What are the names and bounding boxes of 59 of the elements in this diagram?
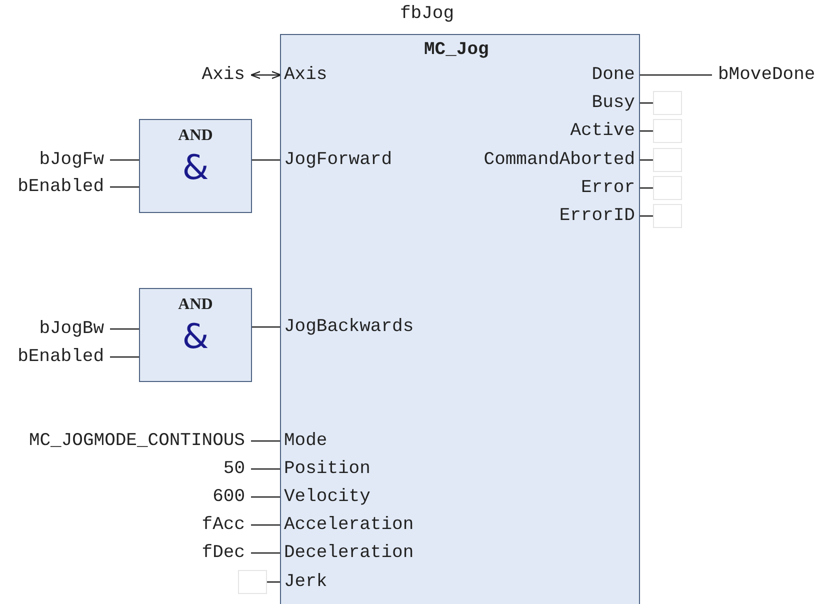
pin-label: JogBackwards — [281, 315, 414, 339]
connection-line — [639, 215, 653, 217]
gate-symbol: & — [181, 317, 210, 357]
pin-label: Deceleration — [281, 541, 414, 565]
empty-pin-box — [238, 570, 267, 594]
connection-line — [251, 524, 281, 526]
instance-name: fbJog — [400, 3, 454, 26]
pin-label: Axis — [281, 63, 328, 87]
pin-label: Acceleration — [281, 513, 414, 537]
empty-pin-box — [653, 204, 682, 228]
variable-label: bEnabled — [18, 345, 110, 369]
connection-line — [251, 496, 281, 498]
pin-label: Active — [570, 119, 639, 143]
connection-line — [267, 581, 281, 583]
and-gate — [139, 119, 252, 213]
variable-label: bMoveDone — [712, 63, 816, 87]
variable-label: 50 — [223, 457, 251, 481]
connection-line — [639, 187, 653, 189]
variable-label: Axis — [202, 63, 251, 87]
pin-label: Error — [580, 176, 639, 200]
empty-pin-box — [653, 176, 682, 200]
pin-label: Jerk — [281, 570, 328, 594]
connection-line — [110, 159, 139, 161]
gate-type-label: AND — [177, 295, 214, 315]
pin-label: ErrorID — [559, 204, 639, 228]
block-type-label: MC_Jog — [424, 39, 489, 62]
connection-line — [639, 74, 712, 76]
and-gate — [139, 288, 252, 382]
pin-label: Done — [592, 63, 639, 87]
pin-label: Position — [281, 457, 370, 481]
empty-pin-box — [653, 148, 682, 172]
connection-line — [639, 159, 653, 161]
connection-line — [252, 159, 281, 161]
pin-label: CommandAborted — [484, 148, 639, 172]
variable-label: fAcc — [202, 513, 251, 537]
pin-label: Mode — [281, 429, 328, 453]
pin-label: Busy — [592, 91, 639, 115]
variable-label: MC_JOGMODE_CONTINOUS — [28, 429, 251, 453]
connection-line — [251, 468, 281, 470]
variable-label: bJogBw — [39, 317, 110, 341]
variable-label: 600 — [212, 485, 251, 509]
connection-line — [110, 356, 139, 358]
connection-line — [251, 440, 281, 442]
pin-label: Velocity — [281, 485, 370, 509]
gate-symbol: & — [181, 148, 210, 188]
connection-line — [250, 71, 282, 79]
connection-line — [639, 102, 653, 104]
variable-label: bJogFw — [39, 148, 110, 172]
variable-label: fDec — [202, 541, 251, 565]
pin-label: JogForward — [281, 148, 392, 172]
connection-line — [251, 552, 281, 554]
empty-pin-box — [653, 119, 682, 143]
gate-type-label: AND — [177, 126, 214, 146]
connection-line — [639, 130, 653, 132]
connection-line — [110, 328, 139, 330]
empty-pin-box — [653, 91, 682, 115]
connection-line — [252, 326, 281, 328]
variable-label: bEnabled — [18, 175, 110, 199]
connection-line — [110, 186, 139, 188]
